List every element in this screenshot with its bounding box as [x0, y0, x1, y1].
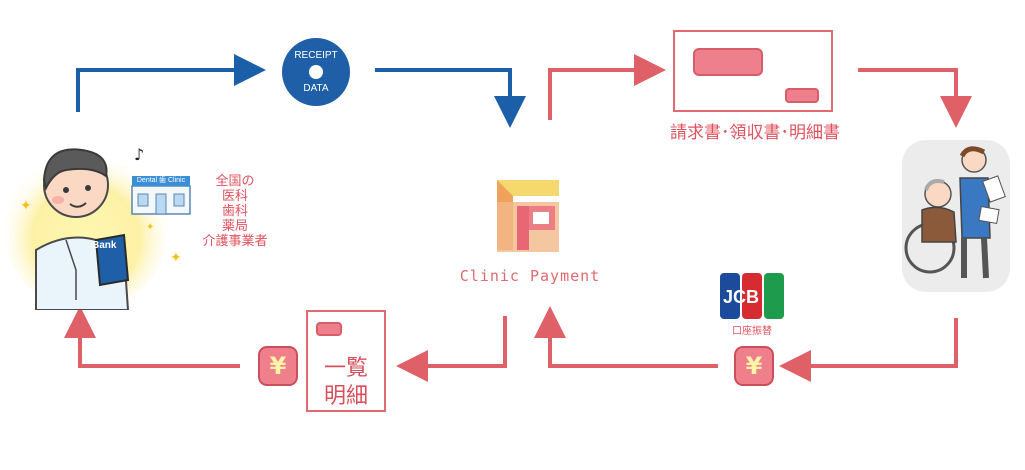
patient-caregiver-illustration [902, 140, 1010, 292]
invoice-label: 請求書･領収書･明細書 [670, 123, 840, 143]
clinic-sign: Dental 歯 Clinic [132, 176, 190, 186]
organization-list: 全国の 医科 歯科 薬局 介護事業者 [200, 174, 270, 249]
jcb-letter: JCB [723, 287, 759, 307]
arrow-yen-to-clinic [64, 306, 240, 368]
svg-text:♪: ♪ [134, 145, 144, 164]
arrow-payment-to-invoice [548, 54, 666, 120]
yen-icon-left: ¥ [258, 346, 298, 386]
statement-field [316, 322, 342, 336]
arrow-yen-to-payment [534, 306, 718, 368]
arrow-patient-to-yen [779, 318, 958, 382]
organization-line: 全国の [215, 174, 255, 189]
invoice-field-small [785, 88, 819, 103]
arrow-data-to-payment [375, 68, 526, 128]
arrow-invoice-to-patient [858, 68, 972, 128]
statement-line-1: 一覧 [323, 356, 368, 381]
bank-book-label: Bank [92, 240, 117, 251]
statement-document-icon: 一覧 明細 [306, 310, 386, 412]
svg-text:✦: ✦ [20, 198, 32, 214]
svg-text:✦: ✦ [146, 222, 154, 233]
arrow-clinic-to-data [76, 54, 266, 112]
organization-line: 介護事業者 [202, 234, 268, 249]
invoice-field-large [693, 48, 763, 76]
jcb-logo: JCB [720, 273, 784, 319]
clinic-payment-logo [497, 180, 559, 252]
disc-label-bottom: DATA [303, 83, 329, 94]
organization-line: 医科 [221, 189, 248, 204]
jcb-caption: 口座振替 [732, 326, 772, 337]
arrow-payment-to-statement [396, 316, 507, 382]
disc-label-top: RECEIPT [294, 50, 338, 61]
svg-text:✦: ✦ [170, 250, 182, 266]
clinic-payment-name: Clinic Payment [459, 267, 601, 285]
disc-hole [309, 65, 323, 79]
clinic-staff-illustration: ✦ ✦ ✦ ♪ [6, 145, 182, 310]
receipt-data-disc-icon: RECEIPT DATA [282, 38, 350, 106]
organization-line: 歯科 [221, 204, 248, 219]
dental-clinic-building-icon [131, 185, 191, 215]
yen-icon-right: ¥ [734, 346, 774, 386]
organization-line: 薬局 [221, 219, 248, 234]
invoice-document-icon [673, 30, 833, 112]
statement-line-2: 明細 [323, 384, 368, 409]
